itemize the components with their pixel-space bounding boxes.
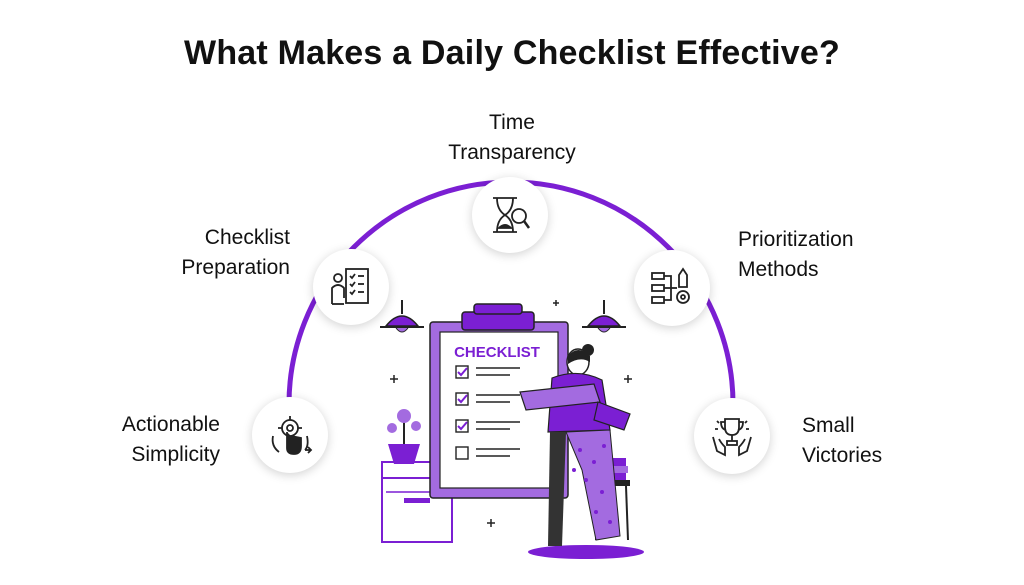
lamp-left-icon — [380, 300, 424, 333]
lamp-right-icon — [582, 300, 626, 333]
trophy-hands-icon — [712, 418, 752, 457]
node-checklist-preparation — [313, 249, 389, 325]
item-label-small-victories: Small Victories — [802, 411, 1002, 471]
item-line2: Simplicity — [131, 443, 220, 466]
node-time-transparency — [472, 177, 548, 253]
node-small-victories — [694, 398, 770, 474]
item-label-prioritization-methods: Prioritization Methods — [738, 225, 938, 285]
node-prioritization-methods — [634, 250, 710, 326]
plant-icon — [387, 409, 421, 464]
item-line2: Methods — [738, 258, 819, 281]
item-label-checklist-preparation: Checklist Preparation — [90, 223, 290, 283]
hand-gear-icon — [271, 416, 313, 455]
item-line2: Transparency — [448, 141, 576, 164]
checkbox-rows — [455, 365, 520, 460]
hourglass-magnifier-icon — [493, 197, 531, 233]
sparkle-icons — [390, 300, 632, 527]
item-line1: Time — [489, 111, 535, 134]
page-title: What Makes a Daily Checklist Effective? — [184, 34, 840, 72]
item-line1: Prioritization — [738, 228, 854, 251]
clipboard — [429, 303, 569, 499]
person-figure — [519, 344, 631, 546]
item-line1: Checklist — [204, 226, 290, 249]
item-line2: Preparation — [181, 256, 290, 279]
item-line1: Small — [802, 414, 855, 437]
item-label-actionable-simplicity: Actionable Simplicity — [20, 410, 220, 470]
item-label-time-transparency: Time Transparency — [412, 108, 612, 168]
board-label: CHECKLIST — [454, 344, 540, 361]
floor-ellipse — [528, 545, 644, 559]
flowchart-gear-icon — [651, 267, 690, 304]
node-actionable-simplicity — [252, 397, 328, 473]
item-line1: Actionable — [121, 413, 220, 436]
checklist-person-icon — [331, 268, 369, 305]
item-line2: Victories — [802, 444, 883, 467]
